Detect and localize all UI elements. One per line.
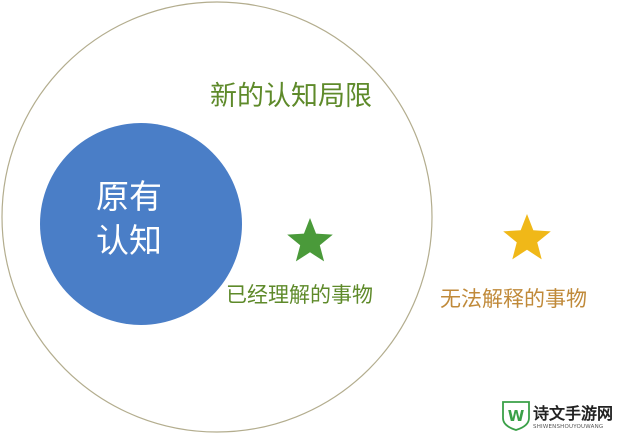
green-star-icon	[287, 218, 333, 262]
watermark-site-url: SHIWENSHOUYOUWANG	[533, 424, 603, 430]
inner-circle-label-line2: 认知	[96, 221, 162, 260]
shield-logo-icon	[502, 401, 530, 431]
inner-circle-label-line1: 原有	[96, 177, 162, 216]
outer-circle	[1, 1, 433, 433]
inner-circle	[40, 123, 242, 325]
unexplainable-things-label: 无法解释的事物	[440, 287, 587, 311]
understood-things-label: 已经理解的事物	[226, 283, 373, 307]
watermark: W 诗文手游网 SHIWENSHOUYOUWANG	[498, 398, 624, 431]
outer-circle-label: 新的认知局限	[210, 81, 372, 112]
yellow-star-icon	[503, 214, 551, 260]
watermark-site-name: 诗文手游网	[533, 404, 613, 423]
watermark-logo-letter: W	[508, 407, 525, 425]
